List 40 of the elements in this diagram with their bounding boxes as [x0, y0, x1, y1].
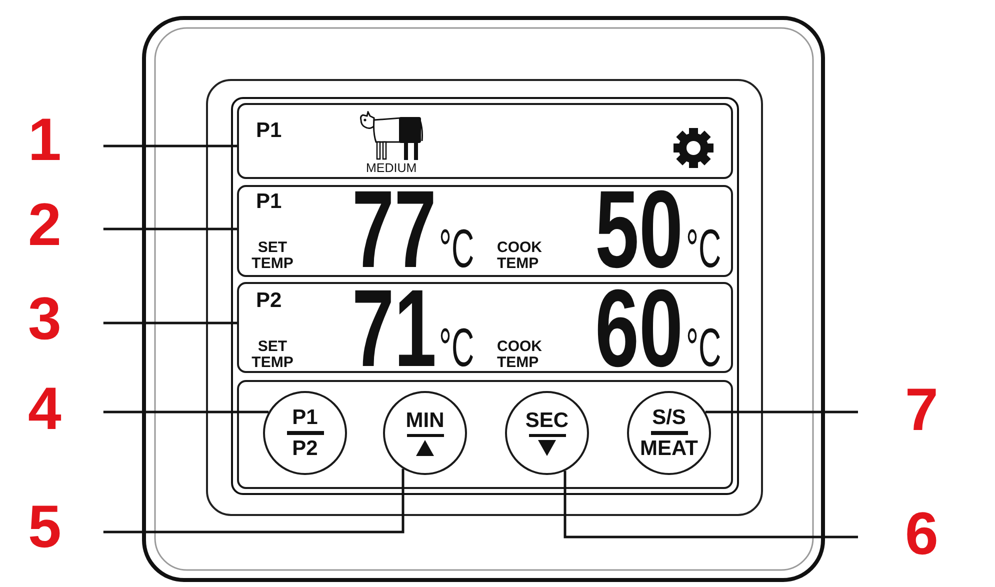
set-temp-label: SET TEMP	[250, 338, 294, 370]
leader-line	[103, 468, 404, 534]
leader-line	[103, 228, 237, 230]
lcd-reading-row	[237, 185, 733, 277]
unit-label: °C	[439, 228, 474, 272]
button-label: P2	[292, 438, 318, 459]
unit-label: °C	[686, 327, 722, 371]
callout-number: 3	[28, 295, 62, 343]
leader-line	[103, 410, 269, 414]
probe-label: P2	[256, 290, 282, 311]
temperature-digits: 77	[352, 188, 436, 272]
button-label: MEAT	[640, 438, 698, 459]
temperature-digits: 60	[595, 288, 684, 370]
button-label: P1	[292, 407, 318, 428]
callout-number: 2	[28, 201, 62, 249]
temperature-digits: 50	[595, 188, 684, 272]
leader-line	[705, 410, 858, 414]
cook-temp-label: COOK TEMP	[497, 240, 543, 272]
callout-number: 4	[28, 385, 62, 433]
probe-label: P1	[256, 191, 282, 212]
callout-number: 7	[905, 386, 938, 434]
cook-temp-label: COOK TEMP	[497, 338, 543, 370]
doneness-label: MEDIUM	[366, 162, 417, 174]
temperature-digits: 71	[352, 288, 436, 370]
leader-line	[103, 322, 237, 324]
unit-label: °C	[439, 327, 474, 371]
unit-label: °C	[686, 228, 722, 272]
button-panel	[237, 380, 733, 489]
button-label: S/S	[652, 407, 686, 428]
lcd-reading-row	[237, 282, 733, 373]
set-temp-label: SET TEMP	[250, 240, 294, 272]
leader-line	[103, 144, 237, 148]
callout-number: 1	[28, 116, 62, 164]
button-label: SEC	[525, 410, 569, 431]
lcd-status-row	[237, 103, 733, 179]
button-label: MIN	[406, 410, 444, 431]
callout-number: 5	[28, 503, 62, 551]
callout-number: 6	[905, 510, 938, 558]
leader-line	[564, 470, 858, 538]
probe-label: P1	[256, 120, 282, 141]
